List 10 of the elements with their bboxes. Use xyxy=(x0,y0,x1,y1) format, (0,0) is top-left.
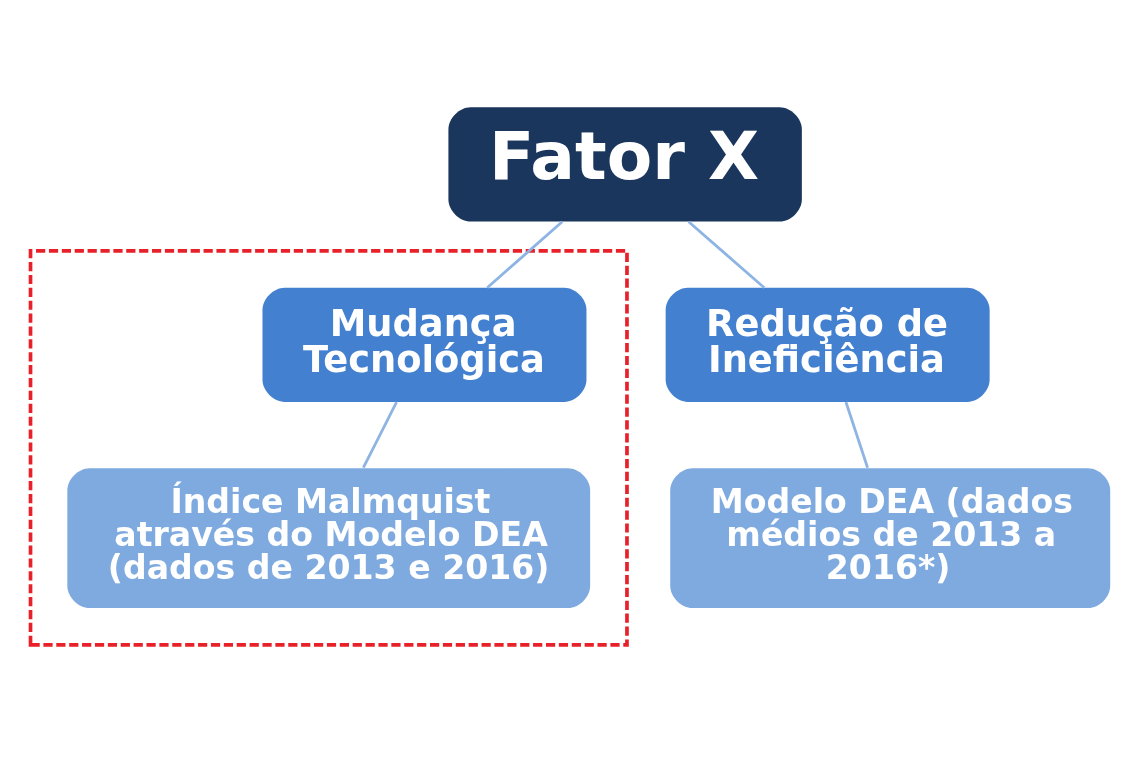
node-box: Modelo DEA (dados médios de 2013 a 2016*) xyxy=(670,467,1111,608)
node-box: Índice Malmquist através do Modelo DEA (dados de 2013 e 2016) xyxy=(67,467,591,608)
connector xyxy=(362,400,398,468)
node-box: Fator X xyxy=(448,106,802,221)
connector xyxy=(687,220,766,289)
node-box: Redução de Ineficiência xyxy=(665,287,990,402)
connector xyxy=(486,220,564,289)
node-box: Mudança Tecnológica xyxy=(262,287,587,402)
cluster xyxy=(28,248,629,647)
connector xyxy=(844,401,869,468)
